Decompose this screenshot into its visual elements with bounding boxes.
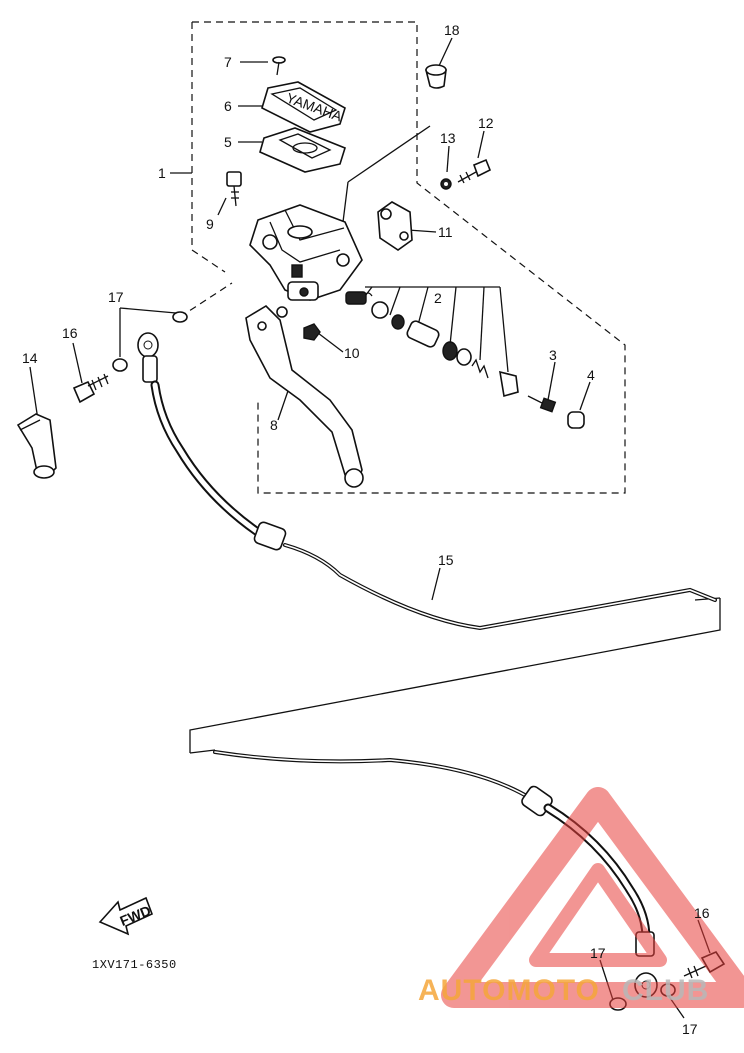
callout-9: 9 bbox=[206, 216, 214, 232]
washer-17-lower bbox=[112, 358, 128, 372]
callout-12: 12 bbox=[478, 115, 494, 131]
callout-17-lower-left: 17 bbox=[590, 945, 606, 961]
fwd-arrow-icon: FWD bbox=[98, 896, 154, 936]
nut-10 bbox=[303, 323, 321, 341]
callout-3: 3 bbox=[549, 347, 557, 363]
watermark-text-gray: CLUB bbox=[622, 974, 709, 1007]
callout-1: 1 bbox=[158, 165, 166, 181]
fwd-label: FWD bbox=[118, 902, 154, 929]
callout-4: 4 bbox=[587, 367, 595, 383]
union-bolt-16 bbox=[72, 373, 109, 404]
master-cylinder-body bbox=[249, 204, 363, 301]
clutch-hose-15 bbox=[150, 380, 717, 998]
mounting-bolt-9 bbox=[226, 171, 242, 207]
callout-5: 5 bbox=[224, 134, 232, 150]
leader-lines bbox=[29, 37, 711, 1019]
bleeder-screw-3 bbox=[527, 395, 557, 413]
pivot-bolt-12 bbox=[457, 158, 492, 184]
piston-kit-2 bbox=[345, 291, 519, 398]
reservoir-screw bbox=[272, 56, 286, 76]
clutch-lever-8 bbox=[245, 304, 364, 488]
dust-cap-18 bbox=[425, 64, 447, 89]
callout-labels: 1 2 3 4 5 6 7 8 9 10 11 12 13 14 15 16 1… bbox=[22, 22, 710, 1037]
washer-17-upper bbox=[172, 311, 188, 323]
banjo-fitting-top bbox=[112, 311, 188, 383]
callout-17-lower-right: 17 bbox=[682, 1021, 698, 1037]
rubber-boot-14 bbox=[16, 413, 57, 479]
reservoir-diaphragm bbox=[259, 127, 346, 173]
switch-11 bbox=[377, 201, 413, 251]
bleeder-cap-4 bbox=[567, 411, 585, 429]
callout-13: 13 bbox=[440, 130, 456, 146]
callout-10: 10 bbox=[344, 345, 360, 361]
callout-14: 14 bbox=[22, 350, 38, 366]
part-code: 1XV171-6350 bbox=[92, 958, 177, 972]
callout-11: 11 bbox=[438, 224, 453, 240]
callout-16-lower: 16 bbox=[694, 905, 710, 921]
nut-13 bbox=[440, 178, 452, 190]
callout-16-upper: 16 bbox=[62, 325, 78, 341]
watermark-text-orange: AUTOMOTO bbox=[418, 974, 600, 1007]
callout-8: 8 bbox=[270, 417, 278, 433]
callout-6: 6 bbox=[224, 98, 232, 114]
callout-15: 15 bbox=[438, 552, 454, 568]
assembly-boundary bbox=[179, 21, 626, 494]
reservoir-cap: YAMAHA bbox=[261, 81, 346, 133]
callout-17-upper: 17 bbox=[108, 289, 124, 305]
callout-2: 2 bbox=[434, 290, 442, 306]
watermark-logo bbox=[441, 787, 744, 1008]
callout-18: 18 bbox=[444, 22, 460, 38]
callout-7: 7 bbox=[224, 54, 232, 70]
watermark-text: AUTOMOTO CLUB bbox=[418, 974, 709, 1007]
